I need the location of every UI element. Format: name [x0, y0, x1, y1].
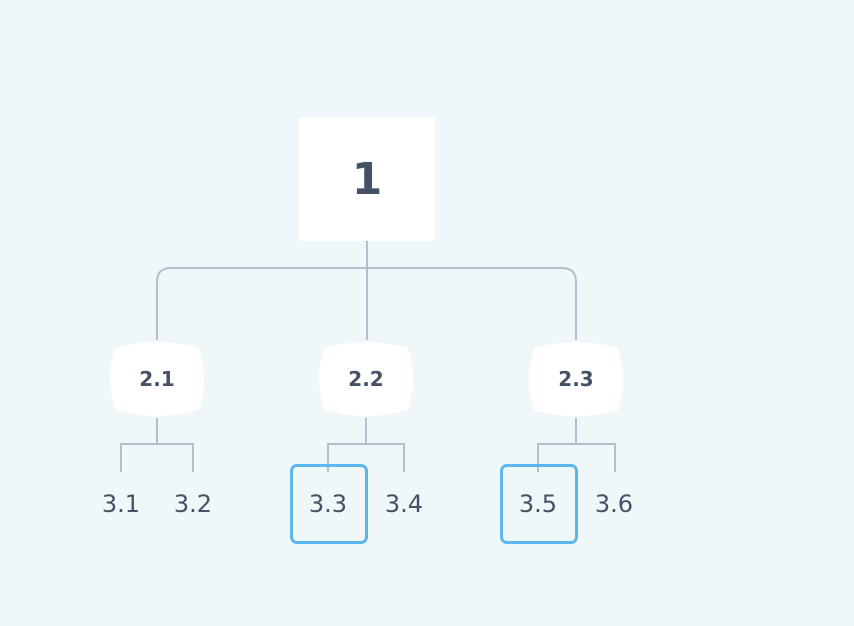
node-3-6: 3.6 — [594, 490, 634, 518]
connector-2-1-children — [120, 418, 194, 472]
node-3-5: 3.5 — [518, 490, 558, 518]
root-node: 1 — [299, 118, 435, 241]
highlight-3-3 — [290, 464, 368, 544]
node-2-2: 2.2 — [314, 340, 418, 418]
node-3-1: 3.1 — [101, 490, 141, 518]
connector-2-2-children — [327, 418, 405, 472]
node-2-1-shape — [110, 342, 204, 416]
node-2-1-label: 2.1 — [139, 367, 175, 391]
node-2-1: 2.1 — [105, 340, 209, 418]
node-2-3-label: 2.3 — [558, 367, 594, 391]
node-2-3-shape — [529, 342, 623, 416]
root-node-label: 1 — [351, 154, 383, 205]
highlight-3-5 — [500, 464, 578, 544]
node-2-2-label: 2.2 — [348, 367, 384, 391]
node-2-2-shape — [319, 342, 413, 416]
node-3-4: 3.4 — [384, 490, 424, 518]
connector-2-3-children — [537, 418, 616, 472]
node-3-3: 3.3 — [308, 490, 348, 518]
node-3-2: 3.2 — [173, 490, 213, 518]
node-2-3: 2.3 — [524, 340, 628, 418]
